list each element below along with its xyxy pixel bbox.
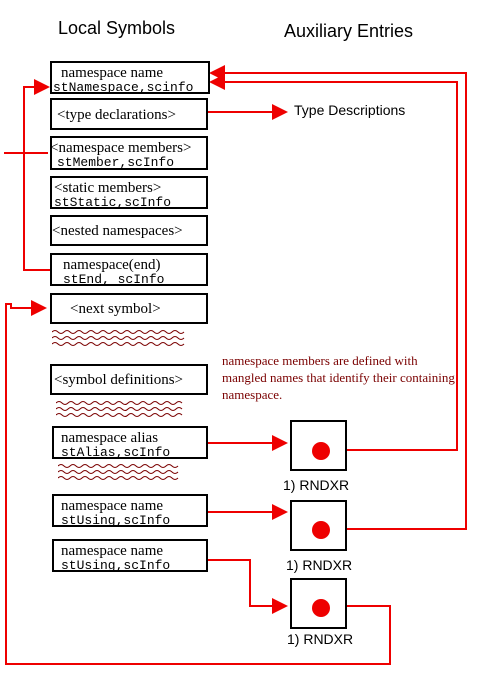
auxiliary-entries-header: Auxiliary Entries	[284, 21, 414, 41]
aux-entry-3	[290, 578, 347, 629]
squiggle-separator	[56, 401, 183, 417]
symbol-box-namespace-end: namespace(end) stEnd, scInfo	[50, 253, 208, 286]
arrow-end-to-namespace	[23, 79, 51, 271]
symbol-box-namespace-alias: namespace alias stAlias,scInfo	[52, 426, 208, 459]
box-line2: stUsing,scInfo	[61, 513, 171, 528]
box-line1: namespace alias	[61, 430, 159, 446]
box-line2: stStatic,scInfo	[54, 195, 172, 210]
box-line1: namespace name	[61, 543, 164, 559]
symbol-box-using-2: namespace name stUsing,scInfo	[52, 539, 208, 572]
arrow-loop-next-symbol	[5, 300, 391, 665]
box-line1: <type declarations>	[57, 107, 176, 123]
symbol-box-static-members: <static members> stStatic,scInfo	[50, 176, 208, 209]
symbol-box-namespace-members: <namespace members> stMember,scInfo	[50, 136, 208, 170]
arrow-aux2-to-namespace	[209, 65, 467, 530]
box-line1: <symbol definitions>	[54, 372, 184, 388]
red-dot-icon	[312, 521, 330, 539]
box-line1: <static members>	[54, 180, 162, 196]
symbol-box-using-1: namespace name stUsing,scInfo	[52, 494, 208, 527]
aux-label-1: 1) RNDXR	[283, 477, 350, 493]
box-line1: namespace name	[61, 65, 164, 81]
namespace-members-note: namespace members are defined with mangl…	[222, 353, 455, 402]
local-symbols-header: Local Symbols	[58, 18, 176, 38]
squiggle-separator	[58, 464, 179, 480]
arrow-aux1-to-namespace	[209, 74, 458, 451]
squiggle-separator	[52, 330, 185, 346]
box-line1: namespace name	[61, 498, 164, 514]
box-line2: stAlias,scInfo	[61, 445, 171, 460]
aux-entry-2	[290, 500, 347, 551]
box-line1: <next symbol>	[70, 301, 161, 317]
box-line1: namespace(end)	[63, 257, 161, 273]
symbol-box-namespace-name: namespace name stNamespace,scinfo	[50, 61, 210, 94]
red-dot-icon	[312, 442, 330, 460]
aux-entry-1	[290, 420, 347, 471]
aux-label-2: 1) RNDXR	[286, 557, 353, 573]
box-line1: <nested namespaces>	[52, 223, 183, 239]
box-line2: stEnd, scInfo	[63, 272, 165, 287]
red-dot-icon	[312, 599, 330, 617]
symbol-box-type-declarations: <type declarations>	[50, 98, 208, 130]
box-line2: stUsing,scInfo	[61, 558, 171, 573]
symbol-box-symbol-definitions: <symbol definitions>	[50, 364, 208, 395]
box-line2: stMember,scInfo	[57, 155, 175, 170]
symbol-box-nested-namespaces: <nested namespaces>	[50, 215, 208, 246]
aux-label-3: 1) RNDXR	[287, 631, 354, 647]
symbol-box-next-symbol: <next symbol>	[50, 293, 208, 324]
arrow-using2-to-aux3	[208, 559, 288, 614]
box-line2: stNamespace,scinfo	[53, 80, 194, 95]
box-line1: <namespace members>	[50, 140, 192, 156]
type-descriptions-label: Type Descriptions	[294, 102, 406, 118]
